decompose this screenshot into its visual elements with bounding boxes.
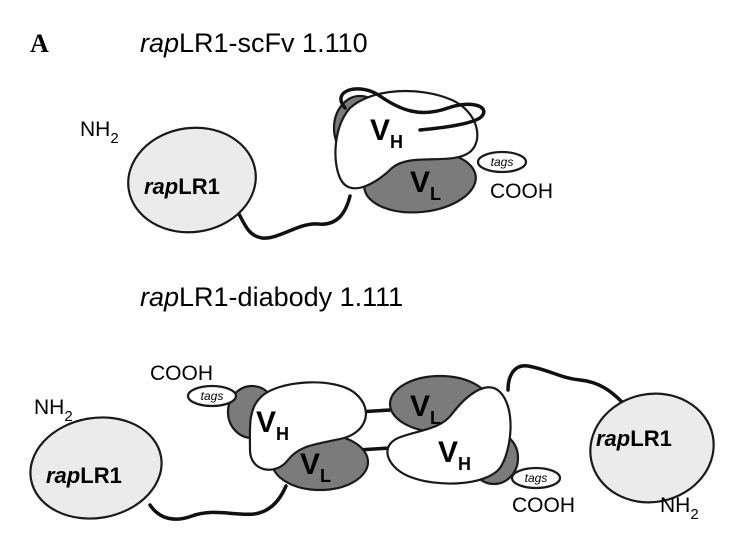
diabody-left-n-terminus: NH2	[34, 396, 73, 425]
scfv-tag	[476, 150, 528, 174]
diabody-right-linker	[506, 364, 624, 404]
scfv-linker	[236, 194, 352, 240]
diabody-title-suffix: LR1-diabody 1.111	[179, 282, 403, 312]
diabody-left-raplr1-domain	[29, 416, 163, 520]
diabody-right-n-terminus: NH2	[660, 494, 699, 523]
diabody-left-linker	[148, 484, 288, 521]
scfv-n-terminus: NH2	[80, 118, 119, 147]
scfv-title-suffix: LR1-scFv 1.110	[179, 28, 368, 58]
scfv-vh-label: VH	[370, 114, 403, 152]
diabody-left-vh-domain	[248, 381, 367, 471]
panel-label: A	[30, 29, 49, 58]
diabody-construct: rapLR1-diabody 1.111 rapLR1 NH2 VH VL ta…	[29, 282, 715, 523]
scfv-c-terminus: COOH	[490, 180, 553, 203]
diabody-right-vl-label: VL	[410, 390, 441, 428]
diabody-right-raplr1-domain	[589, 392, 715, 504]
scfv-raplr1-prefix: rap	[144, 174, 178, 199]
diabody-right-tag-label: tags	[525, 471, 548, 485]
scfv-vl-label: VL	[410, 166, 441, 204]
scfv-loop	[339, 87, 486, 132]
scfv-tag-label: tags	[491, 155, 514, 169]
diabody-title: rapLR1-diabody 1.111	[140, 282, 403, 312]
diabody-left-raplr1-label: rapLR1	[46, 463, 122, 488]
scfv-raplr1-domain	[127, 126, 257, 234]
scfv-construct: rapLR1-scFv 1.110 rapLR1 NH2 VH VL tags …	[80, 28, 553, 240]
diabody-left-c-terminus: COOH	[150, 362, 213, 385]
diabody-right-vh-label: VH	[438, 436, 471, 474]
scfv-raplr1-suffix: LR1	[178, 174, 220, 199]
diabody-title-prefix: rap	[140, 282, 179, 312]
diabody-right-vh-domain	[386, 386, 512, 485]
scfv-vh-domain	[334, 89, 479, 190]
diabody-right-c-terminus: COOH	[512, 494, 575, 517]
diabody-left-tag-label: tags	[201, 389, 224, 403]
scfv-raplr1-label: rapLR1	[144, 174, 220, 199]
scfv-title: rapLR1-scFv 1.110	[140, 28, 368, 58]
diabody-right-raplr1-label: rapLR1	[596, 426, 672, 451]
diabody-left-tag	[186, 384, 238, 408]
diabody-left-vl-label: VL	[300, 448, 331, 486]
scfv-title-prefix: rap	[140, 28, 179, 58]
diabody-left-vh-label: VH	[256, 406, 289, 444]
diabody-right-tag	[510, 466, 562, 490]
